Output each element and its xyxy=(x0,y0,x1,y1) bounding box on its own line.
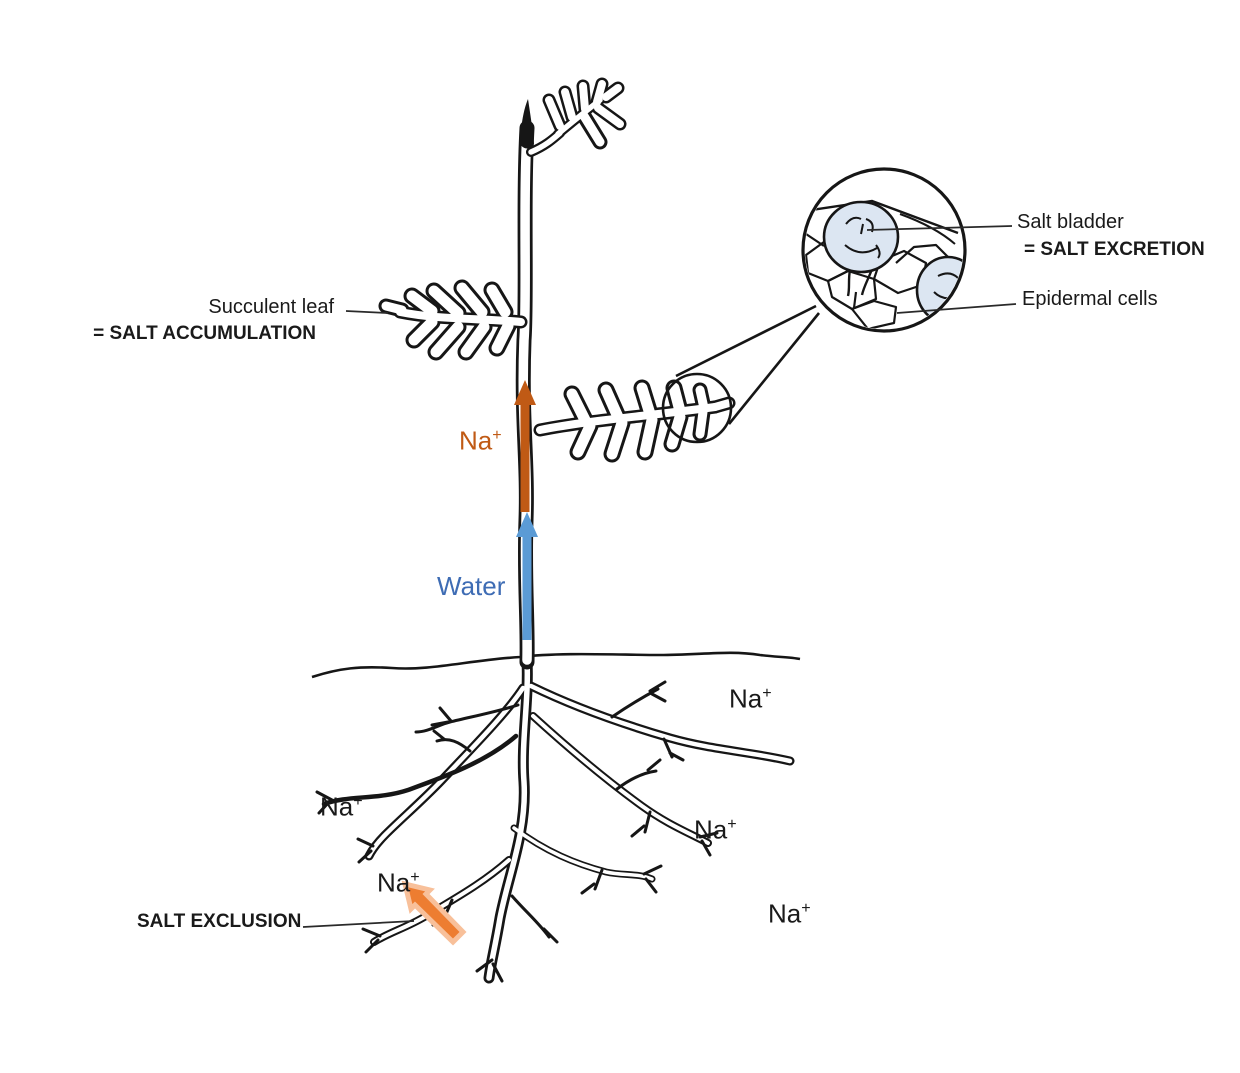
na-ion-label-xylem: Na+ xyxy=(459,425,502,456)
salt-exclusion-label: SALT EXCLUSION xyxy=(137,911,302,932)
salt-bladder-label: Salt bladder xyxy=(1017,211,1124,233)
na-ion-label-soil-1: Na+ xyxy=(729,683,772,714)
epidermal-cells-label: Epidermal cells xyxy=(1022,288,1158,310)
salt-excretion-label: = SALT EXCRETION xyxy=(1024,239,1205,260)
epidermis-surface-line xyxy=(805,199,959,235)
salt-exclusion-arrow xyxy=(401,880,467,946)
top-leaf xyxy=(526,77,627,157)
magnifier xyxy=(661,167,967,444)
na-ion-label-soil-2: Na+ xyxy=(320,791,363,822)
leaf-right xyxy=(533,379,736,463)
na-ion-label-soil-4: Na+ xyxy=(768,898,811,929)
lens-circle xyxy=(661,372,733,444)
water-label: Water xyxy=(437,571,506,601)
epidermal-cells-pointer-line xyxy=(896,303,1017,314)
magnifier-cone-line xyxy=(675,304,817,378)
root-system xyxy=(315,654,795,984)
magnifier-cone-line xyxy=(727,312,821,425)
salt-bladder-label-block: Salt bladder = SALT EXCRETION xyxy=(1017,212,1205,259)
stem-apex-tip xyxy=(520,99,534,149)
succulent-leaf-label: Succulent leaf xyxy=(208,296,334,318)
sodium-xylem-arrow xyxy=(514,380,536,512)
rootlets xyxy=(315,680,719,983)
water-xylem-arrow xyxy=(516,512,538,640)
na-ion-label-exclusion: Na+ xyxy=(377,867,420,898)
succulent-leaf-left xyxy=(378,279,528,361)
na-ion-label-soil-3: Na+ xyxy=(694,814,737,845)
salt-bladder-pointer-line xyxy=(866,225,1013,231)
salt-bladder-shape-right xyxy=(915,255,963,325)
salt-exclusion-pointer-line xyxy=(302,920,415,928)
salt-accumulation-label: = SALT ACCUMULATION xyxy=(93,323,316,344)
succulent-leaf-pointer-line xyxy=(345,310,389,314)
soil-line xyxy=(311,651,801,679)
succulent-leaf-label-block: Succulent leaf = SALT ACCUMULATION xyxy=(93,297,334,343)
salt-bladder-shape xyxy=(822,200,900,297)
